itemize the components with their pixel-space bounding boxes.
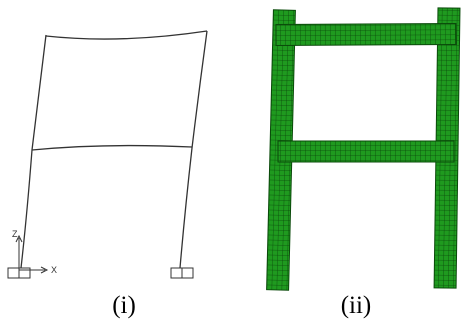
right-support-icon	[170, 267, 194, 279]
middle-beam-line	[31, 144, 193, 151]
middle-beam-mesh	[277, 140, 455, 163]
panel-i-caption: (i)	[112, 292, 136, 319]
right-column-line	[179, 30, 208, 269]
top-beam-line	[45, 30, 208, 40]
meshed-frame-panel	[266, 7, 461, 291]
x-axis-label: X	[51, 265, 57, 275]
left-column-line	[20, 34, 47, 269]
deformed-wireframe-panel: Z X	[7, 30, 208, 279]
coordinate-axes-icon: Z X	[12, 229, 57, 275]
top-beam-mesh	[275, 23, 457, 46]
panel-ii-caption: (ii)	[340, 292, 372, 319]
z-axis-label: Z	[12, 229, 18, 239]
